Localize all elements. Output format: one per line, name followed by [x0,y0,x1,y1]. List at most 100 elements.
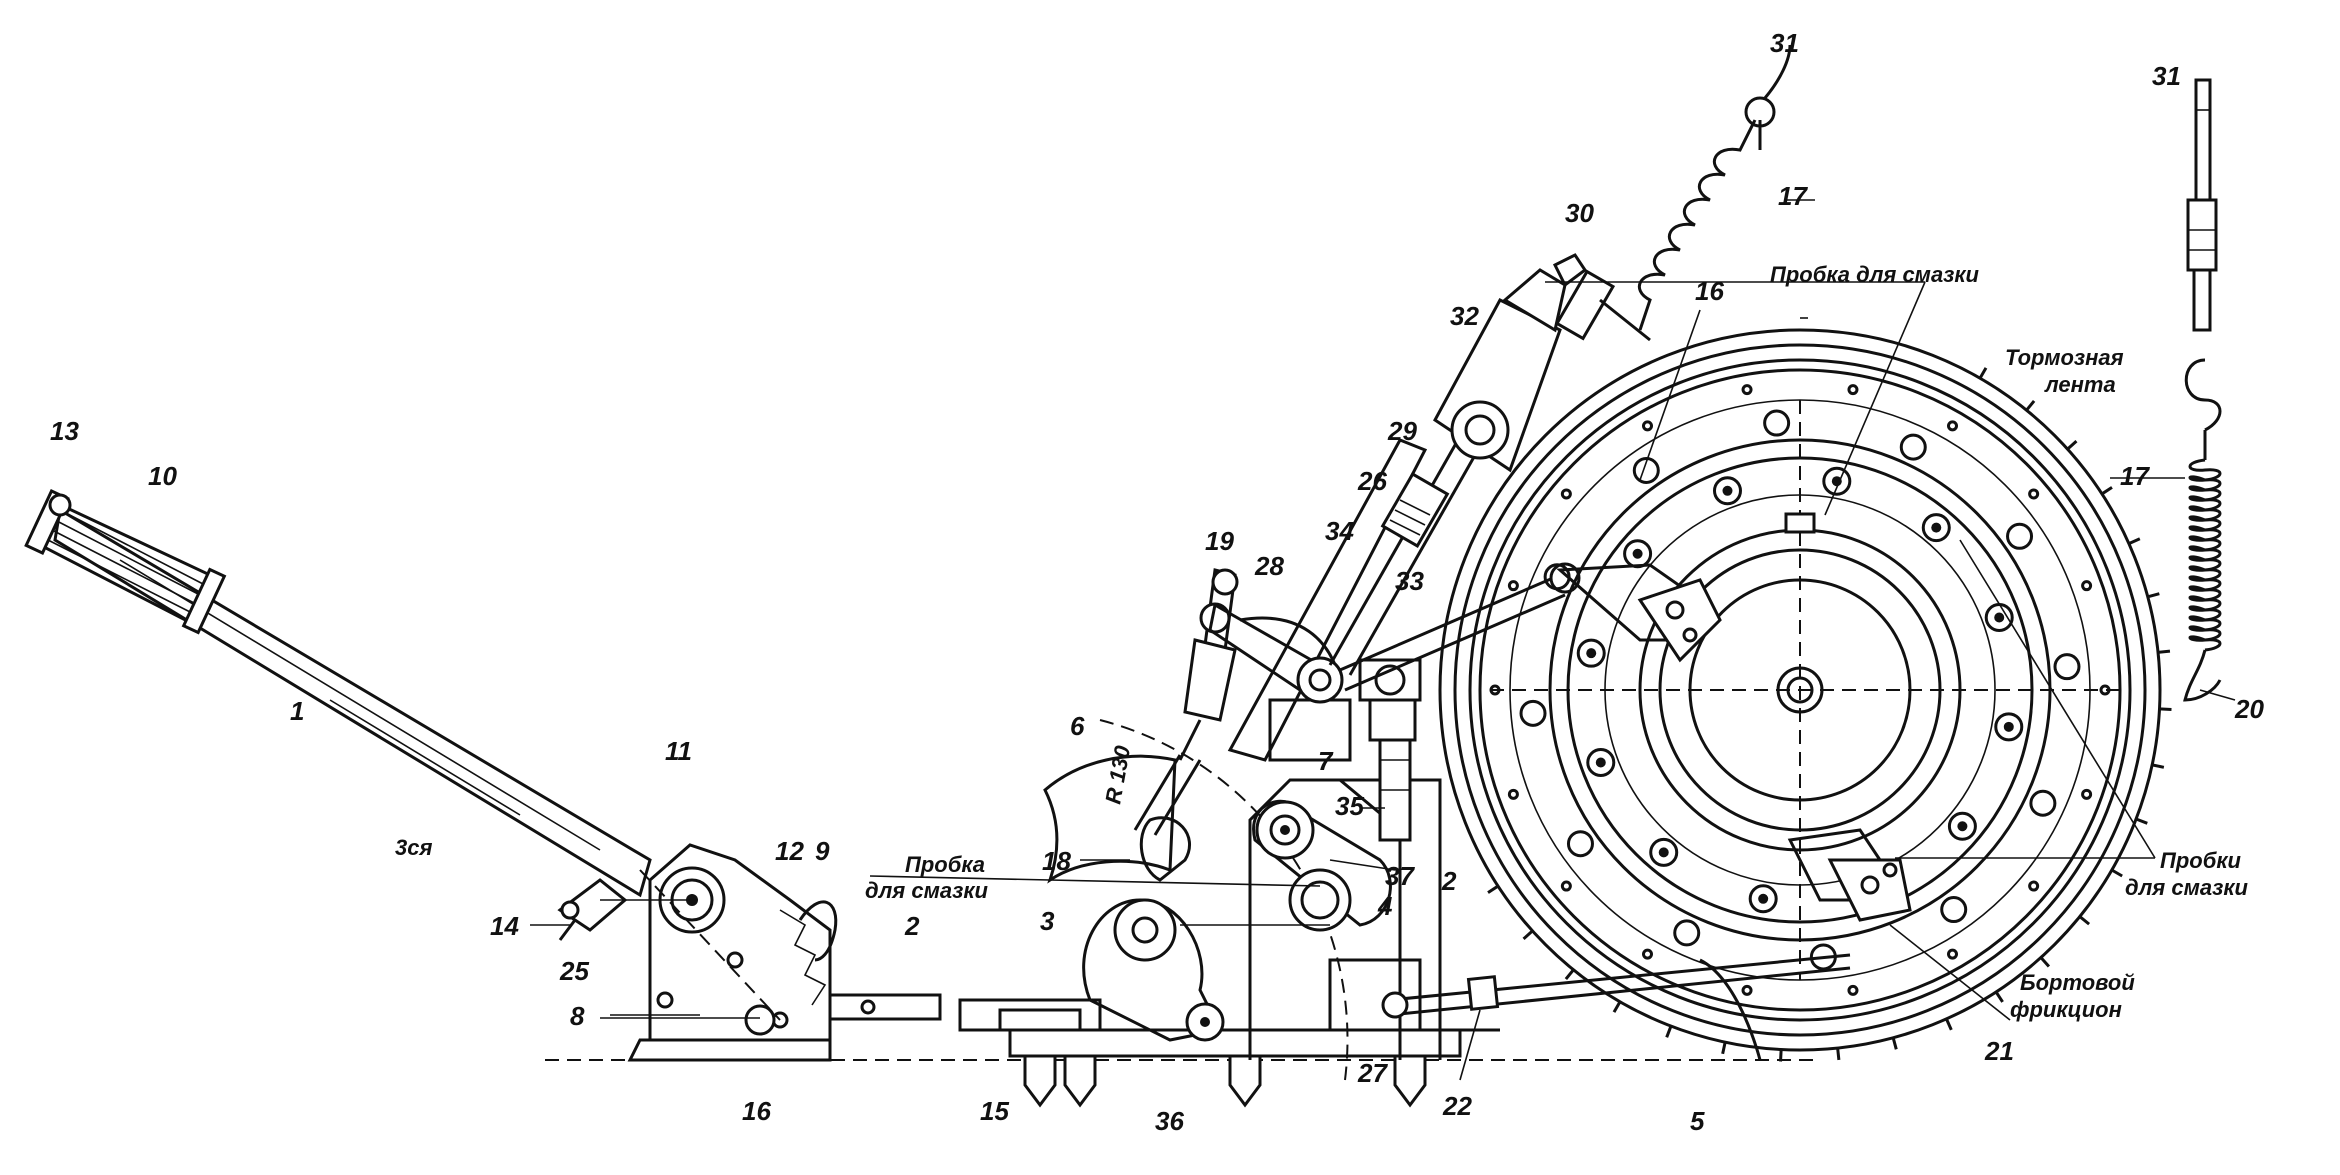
band-tooth [2159,707,2172,711]
rivet [1560,488,1572,500]
adjuster-32-30 [1433,253,1651,473]
rivet [1560,880,1572,892]
brake-drum [1438,328,2162,1052]
band-tooth [1721,1041,1727,1055]
rivet [1847,984,1859,996]
label-2b: 2 [1441,866,1457,896]
label-1: 1 [290,696,304,726]
lever-4-37 [1252,799,1392,932]
label-34: 34 [1325,516,1354,546]
band-tooth [2128,537,2141,545]
bolt-head [1632,548,1643,559]
label-2: 2 [904,911,920,941]
brake-band-teeth [1487,367,2172,1062]
label-33: 33 [1395,566,1424,596]
lightening-hole [1632,456,1660,484]
tie-rod-to-brake [1339,562,1581,692]
band-tooth [2039,956,2051,968]
rivet [1741,384,1753,396]
label-30: 30 [1565,198,1594,228]
band-tooth [1779,1049,1783,1062]
label-32: 32 [1450,301,1479,331]
caption-plugs-right-2: для смазки [2125,875,2248,900]
hole-ring [1519,409,2081,971]
lubrication-plug-top [1784,512,1816,534]
bolt-head [1586,648,1597,659]
bolt-head [1658,847,1669,858]
lever-bracket [627,843,838,1062]
label-31b: 31 [2152,61,2181,91]
spring-17-mid [1637,44,1792,331]
caption-brake-band-2: лента [2044,372,2116,397]
label-13: 13 [50,416,79,446]
lightening-hole [1899,433,1927,461]
lever-1 [53,507,652,898]
rivet [2081,788,2093,800]
rivet [1507,788,1519,800]
band-tooth [2147,592,2160,599]
label-4: 4 [1377,891,1393,921]
label-27: 27 [1357,1058,1388,1088]
rod-22-5 [1381,953,1851,1061]
support-35 [1368,698,1417,842]
label-19: 19 [1205,526,1234,556]
rivet [1741,984,1753,996]
caption-clutch-2: фрикцион [2010,997,2122,1022]
lever-3-36 [1082,816,1225,1042]
sector-6 [1043,719,1349,1081]
lightening-hole [1566,830,1594,858]
lightening-hole [1673,919,1701,947]
label-25: 25 [559,956,589,986]
band-tooth [1945,1018,1953,1031]
label-28: 28 [1254,551,1284,581]
lightening-hole [1809,943,1837,971]
label-35: 35 [1335,791,1364,821]
bolt-head [2003,721,2014,732]
bolt-head [1994,612,2005,623]
band-tooth [1994,991,2004,1003]
band-tooth [2135,817,2148,825]
label-6: 6 [1070,711,1085,741]
rivet [2099,684,2111,696]
caption-plug-left-1: Пробка [905,852,985,877]
base-plate [958,998,1462,1058]
leader-lines [530,199,2236,1081]
band-tooth [2157,649,2171,654]
bolt-head [1722,485,1733,496]
label-29: 29 [1387,416,1417,446]
brake-lever-arm [1556,563,1912,922]
rivet [1847,384,1859,396]
label-9: 9 [815,836,830,866]
bolt-head [1758,893,1769,904]
part-labels: 1 2 2 3 4 5 6 7 8 9 10 11 12 13 14 15 16… [50,28,2264,1136]
label-15: 15 [980,1096,1009,1126]
bracket-27 [1328,958,1422,1032]
label-8: 8 [570,1001,585,1031]
label-3: 3 [1040,906,1055,936]
band-tooth [1522,929,1534,941]
band-tooth [2066,439,2078,451]
lightening-hole [1763,409,1791,437]
label-7: 7 [1318,746,1334,776]
caption-clutch-1: Бортовой [2020,970,2135,995]
rivet [2028,488,2040,500]
band-tooth [1612,1001,1622,1013]
label-10: 10 [148,461,177,491]
lightening-hole [2053,653,2081,681]
rivet [1489,684,1501,696]
label-5: 5 [1690,1106,1705,1136]
bolt-head [1931,522,1942,533]
caption-brake-band-1: Тормозная [2005,345,2124,370]
rod-2-left [828,993,942,1021]
band-tooth [1836,1047,1841,1061]
bolt-head [1831,476,1842,487]
label-20: 20 [2234,694,2264,724]
rivet [1507,580,1519,592]
band-tooth [1564,968,1575,981]
lightening-hole [1940,896,1968,924]
caption-plug-left-2: для смазки [865,878,988,903]
label-14: 14 [490,911,519,941]
spring-17-right [2183,358,2222,702]
pawl-14-25 [557,878,628,941]
